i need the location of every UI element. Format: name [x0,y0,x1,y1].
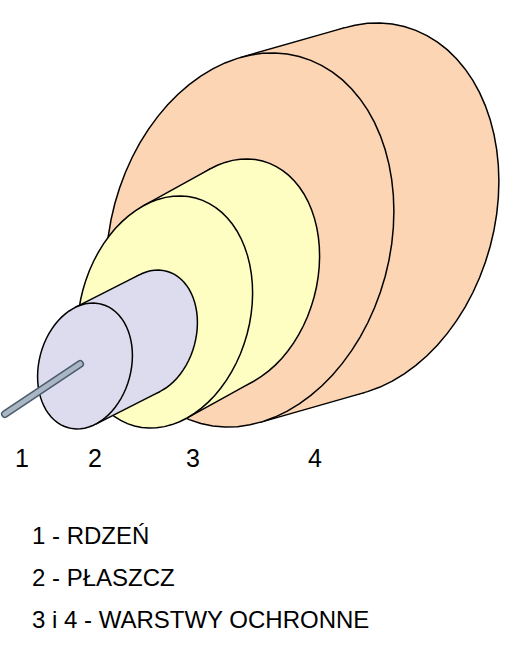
side-edge [240,28,345,58]
callout-number: 3 [186,444,200,473]
callout-number: 1 [15,444,29,473]
cladding [38,270,198,429]
front-face [38,303,133,429]
core-body [5,364,80,414]
side-edge [75,275,140,308]
key-line: 2 - PŁASZCZ [32,564,175,592]
core-fiber [5,364,80,414]
core-outline [5,364,80,414]
callout-number: 4 [308,444,322,473]
key-line: 1 - RDZEŃ [32,522,149,550]
key-line: 3 i 4 - WARSTWY OCHRONNE [32,606,369,634]
callout-number: 2 [88,444,102,473]
